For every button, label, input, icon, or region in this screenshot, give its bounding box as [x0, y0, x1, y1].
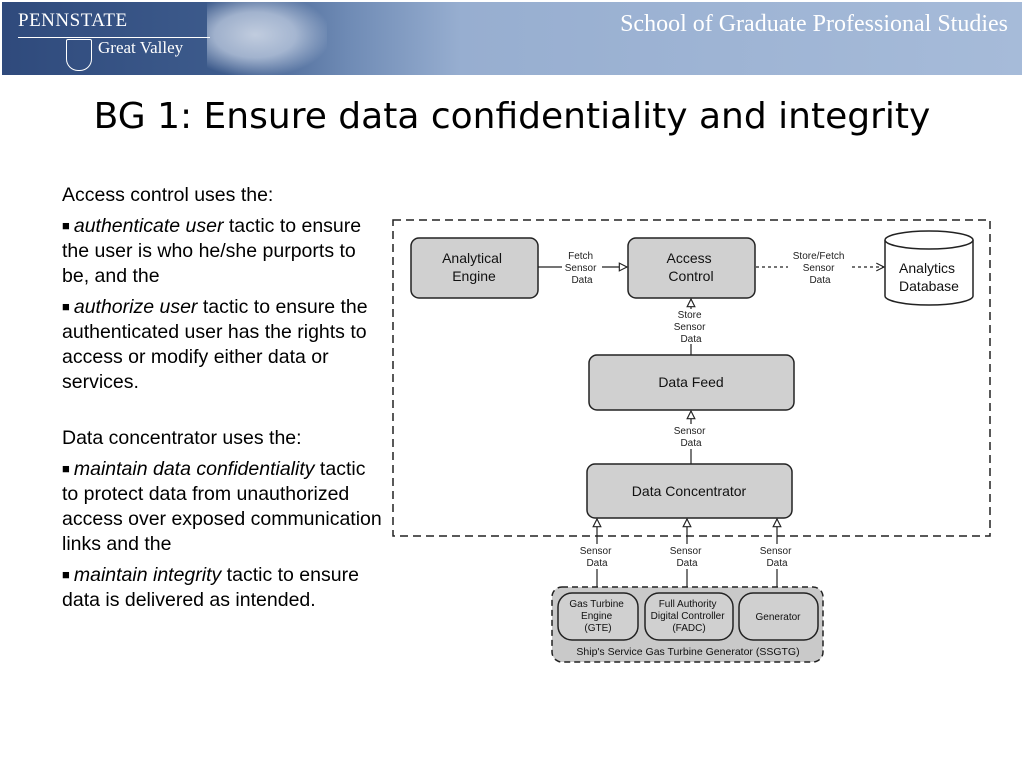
bullet-authorize-user: ■authorize user tactic to ensure the aut…: [62, 294, 387, 395]
square-bullet-icon: ■: [62, 461, 70, 476]
bullet-authenticate-user: ■authenticate user tactic to ensure the …: [62, 213, 387, 289]
svg-text:Access Control: Access Control: [666, 250, 715, 284]
access-control-intro: Access control uses the:: [62, 184, 274, 206]
slide-title: BG 1: Ensure data confidentiality and in…: [93, 96, 931, 137]
logo-great-valley-text: Great Valley: [98, 38, 184, 57]
node-analytical-engine: Analytical Engine: [410, 237, 539, 299]
header-banner: PENNSTATE Great Valley School of Graduat…: [2, 2, 1022, 75]
system-boundary: [392, 219, 991, 537]
bullet-term: maintain data confidentiality: [73, 458, 315, 480]
node-generator: Generator: [738, 592, 819, 641]
edge-label-sensor-fadc: Sensor Data: [670, 546, 704, 569]
body-text: Access control uses the: ■authenticate u…: [62, 183, 387, 613]
edge-label-sensor-feed: Sensor Data: [674, 426, 708, 449]
square-bullet-icon: ■: [62, 218, 70, 233]
logo-rule: [18, 37, 210, 38]
edge-label-sensor-gte: Sensor Data: [580, 546, 614, 569]
node-analytics-database: Analytics Database: [884, 230, 974, 306]
bullet-term: authorize user: [73, 296, 198, 318]
node-data-feed: Data Feed: [588, 354, 795, 411]
svg-text:Generator: Generator: [755, 612, 801, 623]
node-gas-turbine-engine: Gas Turbine Engine (GTE): [557, 592, 639, 641]
bullet-term: maintain integrity: [73, 564, 222, 586]
svg-text:Analytics Database: Analytics Database: [899, 260, 959, 294]
data-concentrator-intro: Data concentrator uses the:: [62, 427, 302, 449]
bullet-text: tactic to ensure the user is who he/she …: [62, 215, 362, 287]
node-access-control: Access Control: [627, 237, 756, 299]
logo-shield-icon: [66, 39, 92, 71]
node-fadc: Full Authority Digital Controller (FADC): [644, 592, 734, 641]
edge-label-fetch: Fetch Sensor Data: [565, 251, 599, 286]
square-bullet-icon: ■: [62, 567, 70, 582]
ssgtg-label: Ship's Service Gas Turbine Generator (SS…: [576, 646, 799, 658]
bullet-maintain-confidentiality: ■maintain data confidentiality tactic to…: [62, 456, 387, 557]
svg-text:Gas Turbine Engine: Gas Turbine Engine (GTE): [569, 599, 626, 634]
school-name: School of Graduate Professional Studies: [620, 11, 1008, 37]
svg-text:Data Feed: Data Feed: [658, 374, 723, 390]
bullet-maintain-integrity: ■maintain integrity tactic to ensure dat…: [62, 562, 387, 613]
edge-label-sensor-generator: Sensor Data: [760, 546, 794, 569]
edge-label-store: Store Sensor Data: [674, 310, 708, 345]
square-bullet-icon: ■: [62, 299, 70, 314]
pennstate-logo: PENNSTATE Great Valley: [18, 8, 218, 72]
bullet-text: tactic to ensure data is delivered as in…: [62, 564, 359, 611]
nittany-lion-image: [207, 2, 327, 75]
svg-text:Full Authority Digit: Full Authority Digital Controller (FADC): [651, 599, 728, 634]
logo-penn-state-text: PENNSTATE: [18, 10, 128, 31]
ssgtg-group: Gas Turbine Engine (GTE) Full Authority …: [551, 586, 824, 663]
svg-text:Analytical Engine: Analytical Engine: [442, 250, 506, 284]
bullet-term: authenticate user: [73, 215, 224, 237]
bullet-text: tactic to ensure the authenticated user …: [62, 296, 368, 393]
node-data-concentrator: Data Concentrator: [586, 463, 793, 519]
svg-text:Data Concentrator: Data Concentrator: [632, 483, 747, 499]
bullet-text: tactic to protect data from unauthorized…: [62, 458, 382, 555]
edge-label-store-fetch: Store/Fetch Sensor Data: [793, 251, 847, 286]
